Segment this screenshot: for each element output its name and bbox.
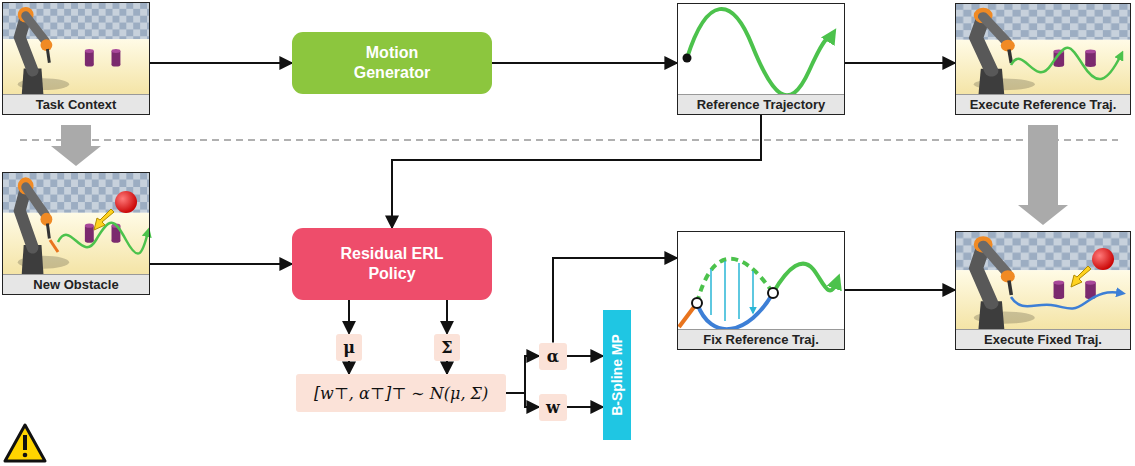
flow-arrow: [348, 361, 350, 375]
image-panel: Reference Trajectory: [677, 3, 845, 115]
box-label: Residual ERL Policy: [337, 244, 447, 284]
flow-arrow: [392, 115, 761, 228]
scene-execute-reference: [955, 3, 1131, 95]
flow-arrow: [150, 263, 292, 265]
panel-caption: Reference Trajectory: [678, 94, 844, 114]
transition-arrow: [1018, 125, 1068, 225]
image-panel: Execute Fixed Traj.: [955, 231, 1131, 350]
box-label: [w⊤, α⊤]⊤ ∼ N(μ, Σ): [314, 384, 488, 403]
flow-arrow: [348, 300, 350, 334]
panel-caption: Execute Reference Traj.: [956, 94, 1130, 114]
process-box: Motion Generator: [292, 32, 492, 94]
image-panel: Execute Reference Traj.: [955, 3, 1131, 115]
image-panel: New Obstacle: [2, 172, 150, 295]
flow-arrow: [506, 393, 539, 407]
flow-arrow: [506, 356, 539, 393]
image-panel: Fix Reference Traj.: [677, 231, 845, 350]
panel-caption: Execute Fixed Traj.: [956, 329, 1130, 349]
movement-primitive-box: B-Spline MP: [603, 310, 631, 440]
reference-trajectory-plot: [677, 3, 845, 95]
scene-execute-fixed: [955, 231, 1131, 329]
panel-caption: Task Context: [3, 94, 149, 114]
transition-arrow: [51, 125, 101, 166]
parameter-box: α: [539, 343, 567, 370]
parameter-box: μ: [336, 334, 362, 361]
flow-arrow: [492, 62, 677, 64]
fix-trajectory-plot: [677, 231, 845, 329]
box-label: μ: [343, 338, 355, 357]
separator-line: [20, 139, 1118, 141]
flow-arrow: [567, 406, 603, 408]
policy-box: Residual ERL Policy: [292, 228, 492, 300]
image-panel: Task Context: [2, 2, 150, 115]
scene-task-context: [2, 2, 150, 95]
panel-caption: New Obstacle: [3, 274, 149, 294]
scene-new-obstacle: [2, 172, 150, 274]
flow-arrow: [845, 62, 955, 64]
warning-icon: [5, 425, 45, 461]
flow-arrow: [446, 361, 448, 375]
box-label: α: [547, 347, 559, 366]
panel-caption: Fix Reference Traj.: [678, 329, 844, 349]
flow-arrow: [567, 355, 603, 357]
flow-arrow: [446, 300, 448, 334]
box-label: Σ: [441, 338, 452, 357]
box-label: w: [546, 398, 560, 417]
flow-arrow: [845, 289, 955, 291]
parameter-box: Σ: [434, 334, 460, 361]
flow-arrow: [150, 62, 292, 64]
formula-box: [w⊤, α⊤]⊤ ∼ N(μ, Σ): [296, 374, 506, 412]
box-label: B-Spline MP: [609, 334, 625, 416]
parameter-box: w: [539, 394, 567, 421]
box-label: Motion Generator: [337, 43, 447, 83]
